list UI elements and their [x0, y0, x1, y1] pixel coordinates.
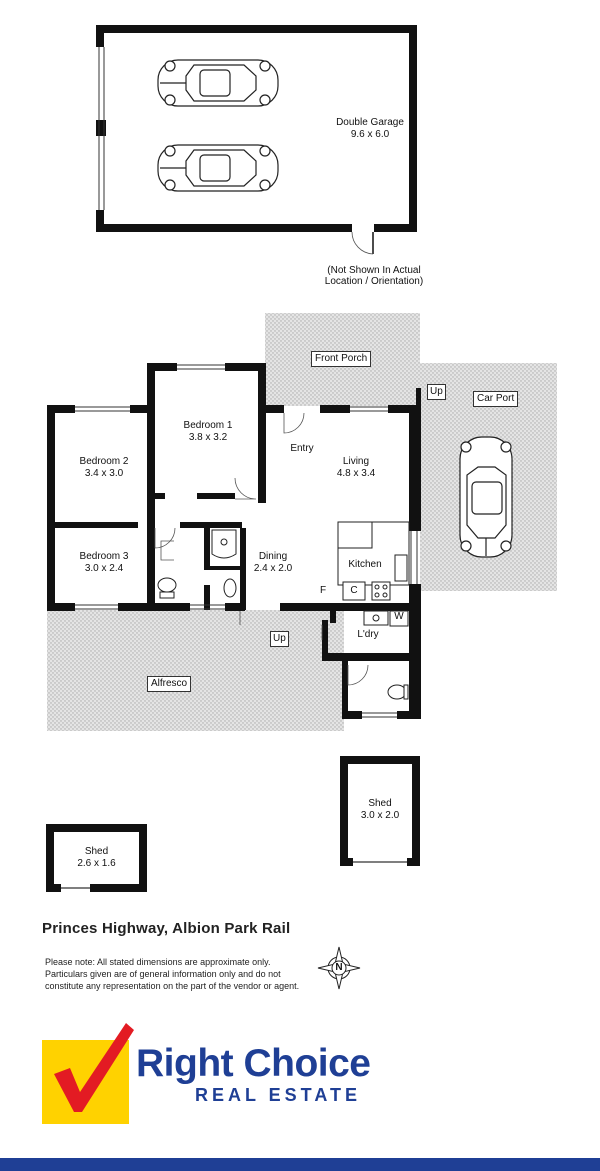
garage-note-line1: (Not Shown In Actual — [327, 265, 421, 276]
up-label-top: Up — [427, 384, 446, 400]
alfresco-label: Alfresco — [147, 676, 192, 692]
bedroom1-size: 3.8 x 3.2 — [188, 432, 228, 443]
disclaimer: Please note: All stated dimensions are a… — [45, 956, 299, 992]
shed-small — [46, 824, 147, 892]
fridge-label: F — [319, 585, 327, 596]
living-label: Living 4.8 x 3.4 — [323, 456, 389, 480]
fixtures — [157, 521, 410, 700]
bedroom2-size: 3.4 x 3.0 — [84, 468, 124, 479]
garage-note-line2: Location / Orientation) — [324, 276, 424, 287]
bedroom3-label: Bedroom 3 3.0 x 2.4 — [64, 551, 144, 575]
disclaimer-line3: constitute any representation on the par… — [45, 981, 300, 991]
compass-icon — [317, 946, 361, 990]
garage-note: (Not Shown In Actual Location / Orientat… — [318, 265, 430, 287]
bedroom2-label: Bedroom 2 3.4 x 3.0 — [64, 456, 144, 480]
car-port-label: Car Port — [473, 391, 519, 407]
entry-label: Entry — [290, 443, 314, 454]
bedroom3-size: 3.0 x 2.4 — [84, 563, 124, 574]
laundry-label: L'dry — [357, 629, 379, 640]
shed-large-label: Shed 3.0 x 2.0 — [348, 798, 412, 822]
shed-small-label: Shed 2.6 x 1.6 — [54, 846, 139, 870]
garage-door-swing — [351, 231, 374, 255]
dining-size: 2.4 x 2.0 — [253, 563, 293, 574]
bedroom2-name: Bedroom 2 — [79, 456, 129, 467]
windows — [75, 364, 418, 718]
garage-size: 9.6 x 6.0 — [350, 129, 390, 140]
door-swings — [154, 412, 369, 686]
shed-large-name: Shed — [368, 798, 392, 809]
disclaimer-line1: Please note: All stated dimensions are a… — [45, 957, 271, 967]
bedroom3-name: Bedroom 3 — [79, 551, 129, 562]
brand-tagline: REAL ESTATE — [195, 1085, 362, 1105]
shed-small-size: 2.6 x 1.6 — [77, 858, 116, 869]
disclaimer-line2: Particulars given are of general informa… — [45, 969, 281, 979]
house-walls — [47, 363, 421, 719]
living-size: 4.8 x 3.4 — [336, 468, 376, 479]
bedroom1-label: Bedroom 1 3.8 x 3.2 — [168, 420, 248, 444]
double-garage — [96, 25, 417, 255]
living-name: Living — [342, 456, 370, 467]
garage-label: Double Garage 9.6 x 6.0 — [300, 117, 440, 141]
dining-label: Dining 2.4 x 2.0 — [247, 551, 299, 575]
front-porch-label: Front Porch — [311, 351, 372, 367]
bedroom1-name: Bedroom 1 — [183, 420, 233, 431]
brand-name: Right Choice — [136, 1042, 371, 1085]
kitchen-label: Kitchen — [348, 559, 382, 570]
logo-tick-icon — [42, 1023, 134, 1124]
footer-bar — [0, 1158, 600, 1171]
washer-label: W — [394, 611, 404, 622]
cooktop-label: C — [350, 585, 358, 596]
car-icon — [459, 436, 513, 558]
dining-name: Dining — [258, 551, 288, 562]
shed-large — [340, 756, 420, 866]
shed-small-name: Shed — [84, 846, 109, 857]
shed-large-size: 3.0 x 2.0 — [360, 810, 400, 821]
garage-name: Double Garage — [336, 117, 404, 128]
up-label-bottom: Up — [270, 631, 289, 647]
compass-north-label: N — [335, 962, 343, 973]
car-icon — [157, 59, 279, 107]
property-address: Princes Highway, Albion Park Rail — [42, 920, 291, 937]
car-icon — [157, 144, 279, 192]
